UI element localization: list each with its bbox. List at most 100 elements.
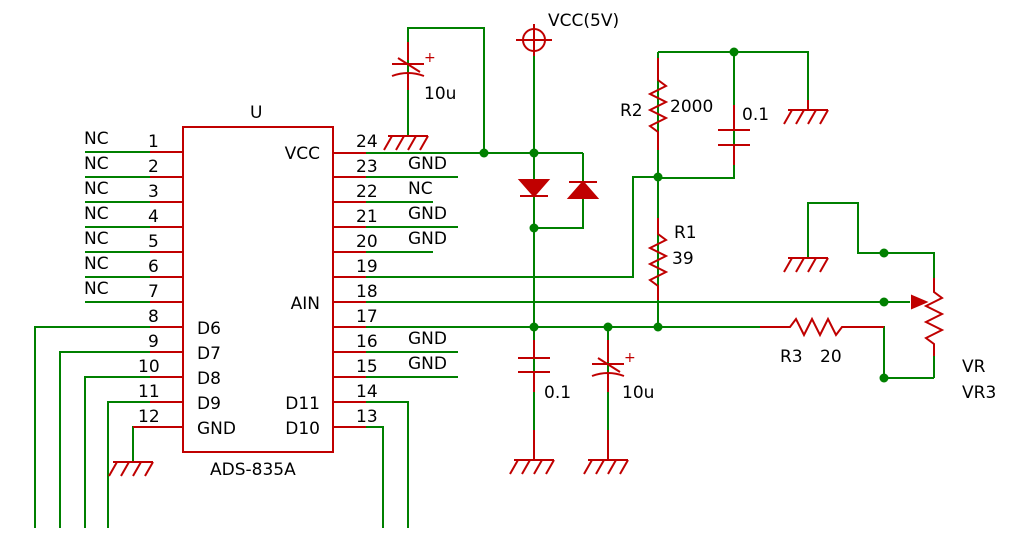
pin-func-d8: D8 (197, 369, 221, 389)
pin-num-12: 12 (138, 407, 160, 427)
resistor-r3: R3 20 (760, 316, 884, 367)
diode-1 (517, 179, 551, 198)
pin-func-d6: D6 (197, 319, 221, 339)
pin-num-8: 8 (148, 307, 159, 327)
pin-func-d11: D11 (285, 394, 320, 414)
net-nc-6: NC (84, 254, 109, 274)
resistor-r2: R2 2000 (620, 58, 713, 150)
cap-bottom1-value: 0.1 (544, 383, 571, 403)
pin-func-vcc: VCC (285, 144, 320, 164)
junction-dot (653, 172, 663, 182)
net-gnd-21: GND (408, 204, 447, 224)
gnd-cap-top (383, 135, 429, 151)
gnd-pin12 (108, 461, 154, 477)
junction-dot (729, 47, 739, 57)
wire-pin12 (132, 426, 183, 462)
vr-value: VR3 (962, 383, 996, 403)
cap-bottom-0-1: 0.1 (509, 340, 571, 475)
pin-num-7: 7 (148, 282, 159, 302)
net-gnd-16: GND (408, 329, 447, 349)
pin-num-22: 22 (356, 182, 378, 202)
wire-diode2 (534, 153, 584, 229)
junctions (479, 47, 889, 383)
wire-c-r2 (658, 52, 735, 179)
pin-num-23: 23 (356, 157, 378, 177)
net-gnd-23: GND (408, 154, 447, 174)
junction-dot (603, 322, 613, 332)
pin-func-gnd: GND (197, 419, 236, 439)
junction-dot (529, 148, 539, 158)
r1-value: 39 (672, 249, 694, 269)
net-nc-1: NC (84, 129, 109, 149)
r1-ref: R1 (674, 223, 697, 243)
chip-u: U ADS-835A 1 2 3 4 5 6 7 8 9 10 11 12 NC… (84, 103, 447, 480)
junction-dot (879, 248, 889, 258)
diode-2 (566, 180, 600, 199)
pin-func-ain: AIN (291, 294, 320, 314)
cap-bottom-10u: + 10u (583, 340, 654, 475)
pin-num-21: 21 (356, 207, 378, 227)
pin-num-18: 18 (356, 282, 378, 302)
pin-num-9: 9 (148, 332, 159, 352)
chip-body (182, 126, 334, 453)
net-nc-2: NC (84, 154, 109, 174)
chip-pin-stubs (133, 151, 366, 428)
pin-num-14: 14 (356, 382, 378, 402)
junction-dot (529, 322, 539, 332)
gnd-cap-bottom2 (583, 459, 629, 475)
gnd-r2-net (783, 109, 829, 125)
pin-num-16: 16 (356, 332, 378, 352)
junction-dot (879, 373, 889, 383)
wire-vr-top (807, 202, 935, 278)
cap-bottom2-value: 10u (622, 383, 654, 403)
potentiometer-vr: VR VR3 (911, 278, 996, 403)
wire-pin13 (333, 426, 384, 528)
wire-r2-top (658, 51, 809, 105)
wire-pin19 (333, 176, 658, 278)
pin-num-4: 4 (148, 207, 159, 227)
pin-num-24: 24 (356, 132, 378, 152)
resistor-r1: R1 39 (647, 218, 697, 300)
pin-num-17: 17 (356, 307, 378, 327)
cap-bottom2-plus: + (624, 350, 636, 366)
junction-dot (879, 297, 889, 307)
wire-r3-out (850, 326, 934, 379)
cap-r2: 0.1 (718, 105, 769, 165)
cap-r2-value: 0.1 (742, 105, 769, 125)
pin-func-d10: D10 (285, 419, 320, 439)
gnd-cap-bottom1 (509, 459, 555, 475)
pin-num-2: 2 (148, 157, 159, 177)
pin-num-10: 10 (138, 357, 160, 377)
pin-func-d9: D9 (197, 394, 221, 414)
pin-num-15: 15 (356, 357, 378, 377)
r2-ref: R2 (620, 101, 643, 121)
junction-dot (479, 148, 489, 158)
chip-ref-label: U (250, 103, 262, 123)
junction-dot (653, 322, 663, 332)
pin-num-3: 3 (148, 182, 159, 202)
net-nc-7: NC (84, 279, 109, 299)
net-gnd-20: GND (408, 229, 447, 249)
r2-value: 2000 (670, 97, 713, 117)
r3-ref: R3 (780, 347, 803, 367)
r3-value: 20 (820, 347, 842, 367)
pin-num-11: 11 (138, 382, 160, 402)
junction-dot (529, 223, 539, 233)
chip-part-label: ADS-835A (210, 460, 296, 480)
net-nc-3: NC (84, 179, 109, 199)
vcc-symbol: VCC(5V) (516, 11, 619, 56)
cap-top-10u: + 10u (383, 42, 456, 151)
gnd-vr (783, 257, 829, 273)
pin-num-19: 19 (356, 257, 378, 277)
net-nc-4: NC (84, 204, 109, 224)
cap-top-value: 10u (424, 84, 456, 104)
pin-num-20: 20 (356, 232, 378, 252)
pin-num-1: 1 (148, 132, 159, 152)
pin-num-6: 6 (148, 257, 159, 277)
vr-ref: VR (962, 357, 986, 377)
net-gnd-15: GND (408, 354, 447, 374)
pin-num-13: 13 (356, 407, 378, 427)
wire-pin9 (59, 351, 183, 528)
pin-num-5: 5 (148, 232, 159, 252)
